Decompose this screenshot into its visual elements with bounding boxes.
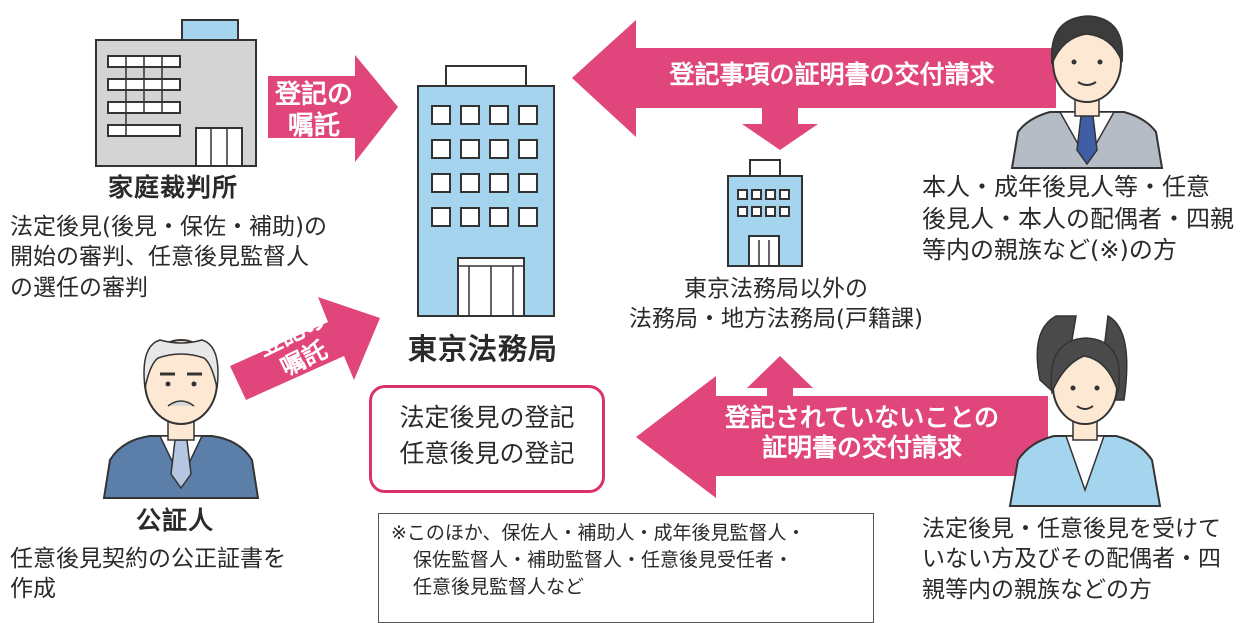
notary-name: 公証人 [136, 506, 215, 535]
tokyo-window [489, 207, 509, 227]
other-bureau-window [765, 189, 776, 200]
other-bureau-window [779, 206, 790, 217]
note-line-2: 保佐監督人・補助監督人・任意後見受任者・ [413, 548, 794, 571]
tokyo-window [489, 139, 509, 159]
person2-line-2: いない方及びその配偶者・四 [922, 546, 1221, 573]
tokyo-window [460, 207, 480, 227]
person2-line-1: 法定後見・任意後見を受けて [922, 516, 1221, 542]
request1-branch-arrow [742, 104, 818, 150]
tokyo-window [518, 173, 538, 193]
other-bureau-window [737, 206, 748, 217]
person2-line-3: 親等内の親族などの方 [922, 576, 1152, 603]
court-arrow-line-2: 嘱託 [287, 110, 340, 141]
tokyo-bureau-name: 東京法務局 [408, 332, 559, 366]
note-line-1: ※このほか、保佐人・補助人・成年後見監督人・ [391, 522, 806, 544]
registration-line-1: 法定後見の登記 [399, 403, 575, 432]
request1-arrow [572, 20, 1056, 137]
person1-man-icon [1010, 15, 1164, 169]
court-name: 家庭裁判所 [108, 173, 239, 202]
tokyo-window [431, 105, 451, 125]
registration-box: 法定後見の登記 任意後見の登記 [369, 385, 605, 493]
other-bureau-line-1: 東京法務局以外の [684, 276, 868, 302]
tokyo-window [431, 139, 451, 159]
tokyo-window [431, 173, 451, 193]
tokyo-window [460, 105, 480, 125]
court-arrow-label: 登記の 嘱託 [272, 80, 356, 141]
tokyo-window [431, 207, 451, 227]
court-building-icon [95, 19, 257, 167]
other-bureau-window [751, 189, 762, 200]
request1-label: 登記事項の証明書の交付請求 [669, 60, 995, 89]
notary-to-tokyo-arrow [230, 297, 380, 400]
other-bureau-building-icon [727, 159, 803, 267]
registration-line-2: 任意後見の登記 [399, 439, 575, 469]
notary-desc-line-2: 作成 [10, 576, 56, 603]
court-desc-line-1: 法定後見(後見・保佐・補助)の [10, 214, 327, 240]
court-to-tokyo-arrow [268, 55, 398, 162]
tokyo-window [460, 173, 480, 193]
notary-elderly-man-icon [102, 339, 260, 499]
tokyo-window [489, 105, 509, 125]
person1-line-1: 本人・成年後見人等・任意 [922, 173, 1210, 201]
person1-line-3: 等内の親族など(※)の方 [922, 236, 1177, 265]
request2-line-2: 証明書の交付請求 [761, 432, 962, 462]
person2-woman-icon [1008, 314, 1162, 507]
tokyo-bureau-building-icon [417, 65, 555, 317]
person1-line-2: 後見人・本人の配偶者・四親 [922, 204, 1234, 233]
other-bureau-window [751, 206, 762, 217]
notary-description: 任意後見契約の公正証書を 作成 [10, 544, 286, 605]
request2-line-1: 登記されていないことの [724, 403, 999, 432]
other-bureau-window [779, 189, 790, 200]
request2-label: 登記されていないことの 証明書の交付請求 [690, 403, 1034, 462]
tokyo-window [518, 139, 538, 159]
note-line-3: 任意後見監督人など [413, 575, 585, 598]
other-bureau-label: 東京法務局以外の 法務局・地方法務局(戸籍課) [616, 274, 936, 335]
person2-description: 法定後見・任意後見を受けて いない方及びその配偶者・四 親等内の親族などの方 [922, 514, 1221, 605]
notary-desc-line-1: 任意後見契約の公正証書を [10, 546, 286, 572]
request2-arrow [636, 376, 1048, 498]
request2-up-arrow [747, 356, 813, 400]
court-desc-line-3: の選任の審判 [10, 274, 148, 301]
tokyo-window [489, 173, 509, 193]
court-description: 法定後見(後見・保佐・補助)の 開始の審判、任意後見監督人 の選任の審判 [10, 212, 327, 303]
tokyo-window [518, 105, 538, 125]
person1-description: 本人・成年後見人等・任意 後見人・本人の配偶者・四親 等内の親族など(※)の方 [922, 172, 1234, 267]
court-desc-line-2: 開始の審判、任意後見監督人 [10, 244, 309, 271]
other-bureau-window [737, 189, 748, 200]
other-bureau-window [765, 206, 776, 217]
tokyo-window [460, 139, 480, 159]
other-bureau-line-2: 法務局・地方法務局(戸籍課) [629, 306, 923, 333]
tokyo-window [518, 207, 538, 227]
court-arrow-line-1: 登記の [274, 80, 353, 110]
note-box: ※このほか、保佐人・補助人・成年後見監督人・ 保佐監督人・補助監督人・任意後見受… [378, 513, 874, 623]
